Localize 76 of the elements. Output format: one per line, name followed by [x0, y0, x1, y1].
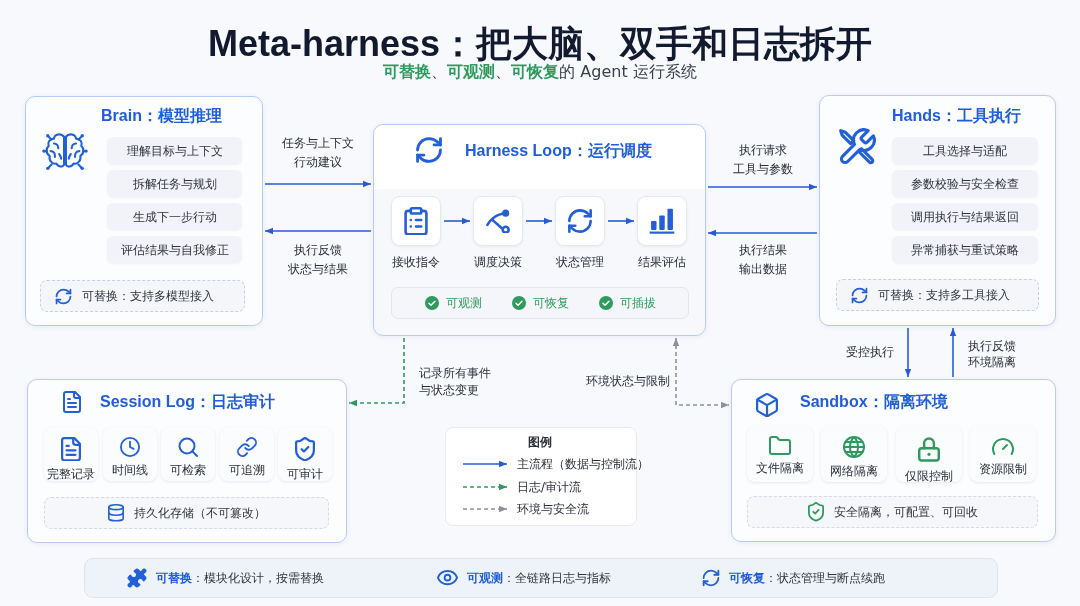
feature-label: 资源限制	[978, 461, 1027, 476]
feature-note	[747, 496, 1038, 528]
feature-note	[44, 497, 329, 529]
dashed-double-arrow	[672, 337, 730, 409]
panel-title: Harness Loop：运行调度	[465, 141, 652, 161]
summary-text: 可替换：模块化设计，按需替换	[156, 570, 324, 586]
note-text: 可替换：支持多工具接入	[878, 287, 1010, 303]
arrow	[443, 217, 471, 225]
feature-tile	[747, 426, 813, 482]
capability-item: 异常捕获与重试策略	[892, 236, 1038, 263]
step-label: 结果评估	[637, 254, 687, 270]
feature-tile	[44, 427, 98, 481]
legend-text: 日志/审计流	[517, 478, 582, 495]
edge-label: 受控执行	[844, 344, 896, 360]
summary-text: 可恢复：状态管理与断点续跑	[729, 570, 885, 586]
arrow	[264, 227, 372, 235]
note-text: 可替换：支持多模型接入	[82, 288, 214, 304]
panel-title: Session Log：日志审计	[100, 392, 276, 412]
module-panel	[373, 124, 706, 336]
feature-label: 时间线	[111, 463, 148, 477]
arrow	[707, 183, 818, 191]
status-label: 可观测	[445, 295, 482, 311]
arrow	[949, 327, 957, 378]
arrow	[264, 180, 372, 188]
legend-text: 主流程（数据与控制流）	[517, 456, 649, 472]
feature-label: 可审计	[287, 467, 323, 482]
capability-item: 拆解任务与规划	[107, 170, 242, 197]
arrow	[607, 217, 635, 225]
module-panel	[25, 96, 263, 326]
note-text: 安全隔离，可配置、可回收	[833, 504, 978, 520]
arrow	[707, 229, 818, 237]
feature-tile	[895, 426, 962, 482]
feature-tile	[821, 426, 888, 482]
status-label: 可插拔	[619, 295, 656, 311]
capability-item: 生成下一步行动	[107, 203, 242, 230]
feature-tile	[278, 427, 332, 481]
edge-label: 环境状态与限制	[584, 373, 672, 389]
capability-item: 理解目标与上下文	[107, 137, 242, 164]
feature-label: 网络隔离	[830, 464, 879, 478]
feature-label: 可追溯	[228, 463, 265, 477]
legend-text: 环境与安全流	[517, 501, 589, 517]
status-label: 可恢复	[532, 295, 569, 311]
arrow	[525, 217, 553, 225]
legend-title: 图例	[528, 434, 552, 450]
summary-bar	[84, 558, 998, 598]
step-label: 接收指令	[391, 254, 441, 270]
feature-label: 可检索	[170, 463, 206, 477]
capability-item: 评估结果与自我修正	[107, 236, 242, 263]
subtitle: 可替换、可观测、可恢复的 Agent 运行系统	[383, 62, 697, 82]
edge-label: 执行反馈环境隔离	[966, 338, 1018, 370]
module-panel	[27, 379, 347, 543]
panel-title: Brain：模型推理	[101, 106, 222, 126]
feature-tile	[161, 427, 215, 481]
feature-note	[40, 280, 245, 312]
feature-tile	[219, 427, 274, 481]
feature-note	[836, 279, 1039, 311]
arrow	[904, 327, 912, 378]
note-text: 持久化存储（不可篡改）	[133, 505, 266, 521]
capability-item: 工具选择与适配	[892, 137, 1038, 164]
feature-tile	[969, 426, 1036, 482]
feature-label: 完整记录	[47, 467, 95, 482]
feature-label: 仅限控制	[904, 468, 953, 483]
status-bar	[391, 287, 689, 319]
feature-tile	[102, 427, 157, 481]
module-panel	[731, 379, 1056, 542]
step-label: 状态管理	[555, 254, 605, 270]
panel-title: Sandbox：隔离环境	[800, 392, 948, 412]
feature-label: 文件隔离	[756, 461, 804, 475]
dashed-arrow	[348, 337, 405, 407]
capability-item: 调用执行与结果返回	[892, 203, 1038, 230]
edge-label: 记录所有事件与状态变更	[417, 365, 493, 399]
panel-title: Hands：工具执行	[892, 106, 1021, 126]
capability-item: 参数校验与安全检查	[892, 170, 1038, 197]
step-label: 调度决策	[473, 254, 523, 270]
module-panel	[819, 95, 1056, 326]
summary-text: 可观测：全链路日志与指标	[467, 570, 611, 586]
